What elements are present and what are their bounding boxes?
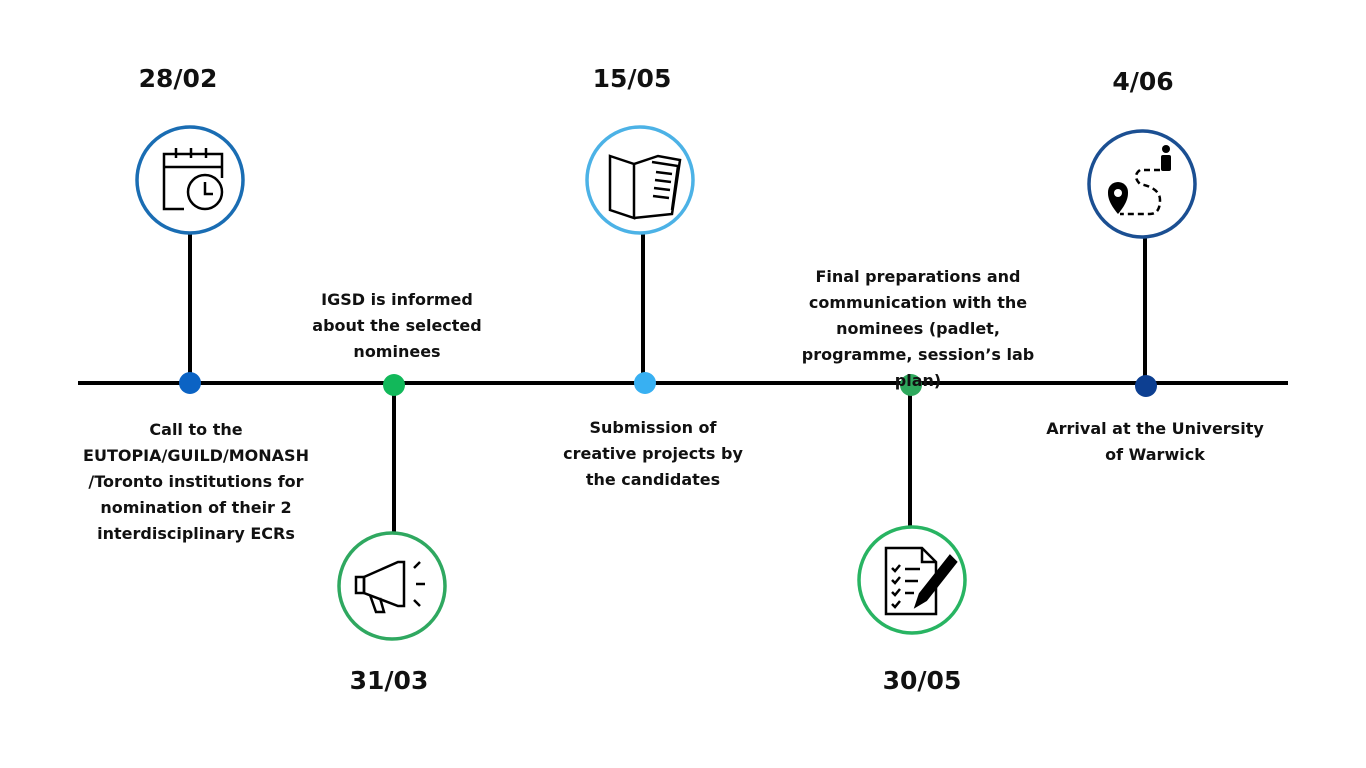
event-date: 4/06: [1112, 67, 1174, 96]
event-dot: [383, 374, 405, 396]
megaphone-icon: [354, 560, 425, 614]
event-description: IGSD is informed about the selected nomi…: [312, 290, 482, 361]
event-description: Final preparations and communication wit…: [801, 267, 1035, 390]
checklist-pen-icon: [884, 546, 958, 616]
folder-documents-icon: [608, 154, 682, 220]
event-dot: [634, 372, 656, 394]
calendar-clock-icon: [162, 148, 224, 211]
event-date: 31/03: [349, 666, 429, 695]
event-description: Submission of creative projects by the c…: [563, 418, 743, 489]
event-circle: [135, 125, 245, 235]
event-dot: [900, 374, 922, 396]
event-circle: [1087, 129, 1197, 239]
event-date: 28/02: [138, 64, 218, 93]
event-description: Arrival at the University of Warwick: [1046, 419, 1264, 464]
event-dot: [179, 372, 201, 394]
event-date: 15/05: [592, 64, 672, 93]
route-map-icon: [1108, 145, 1171, 216]
event-dot: [1135, 375, 1157, 397]
event-circle: [337, 531, 447, 641]
event-description: Call to the EUTOPIA/GUILD/MONASH /Toront…: [83, 420, 309, 543]
event-date: 30/05: [882, 666, 962, 695]
